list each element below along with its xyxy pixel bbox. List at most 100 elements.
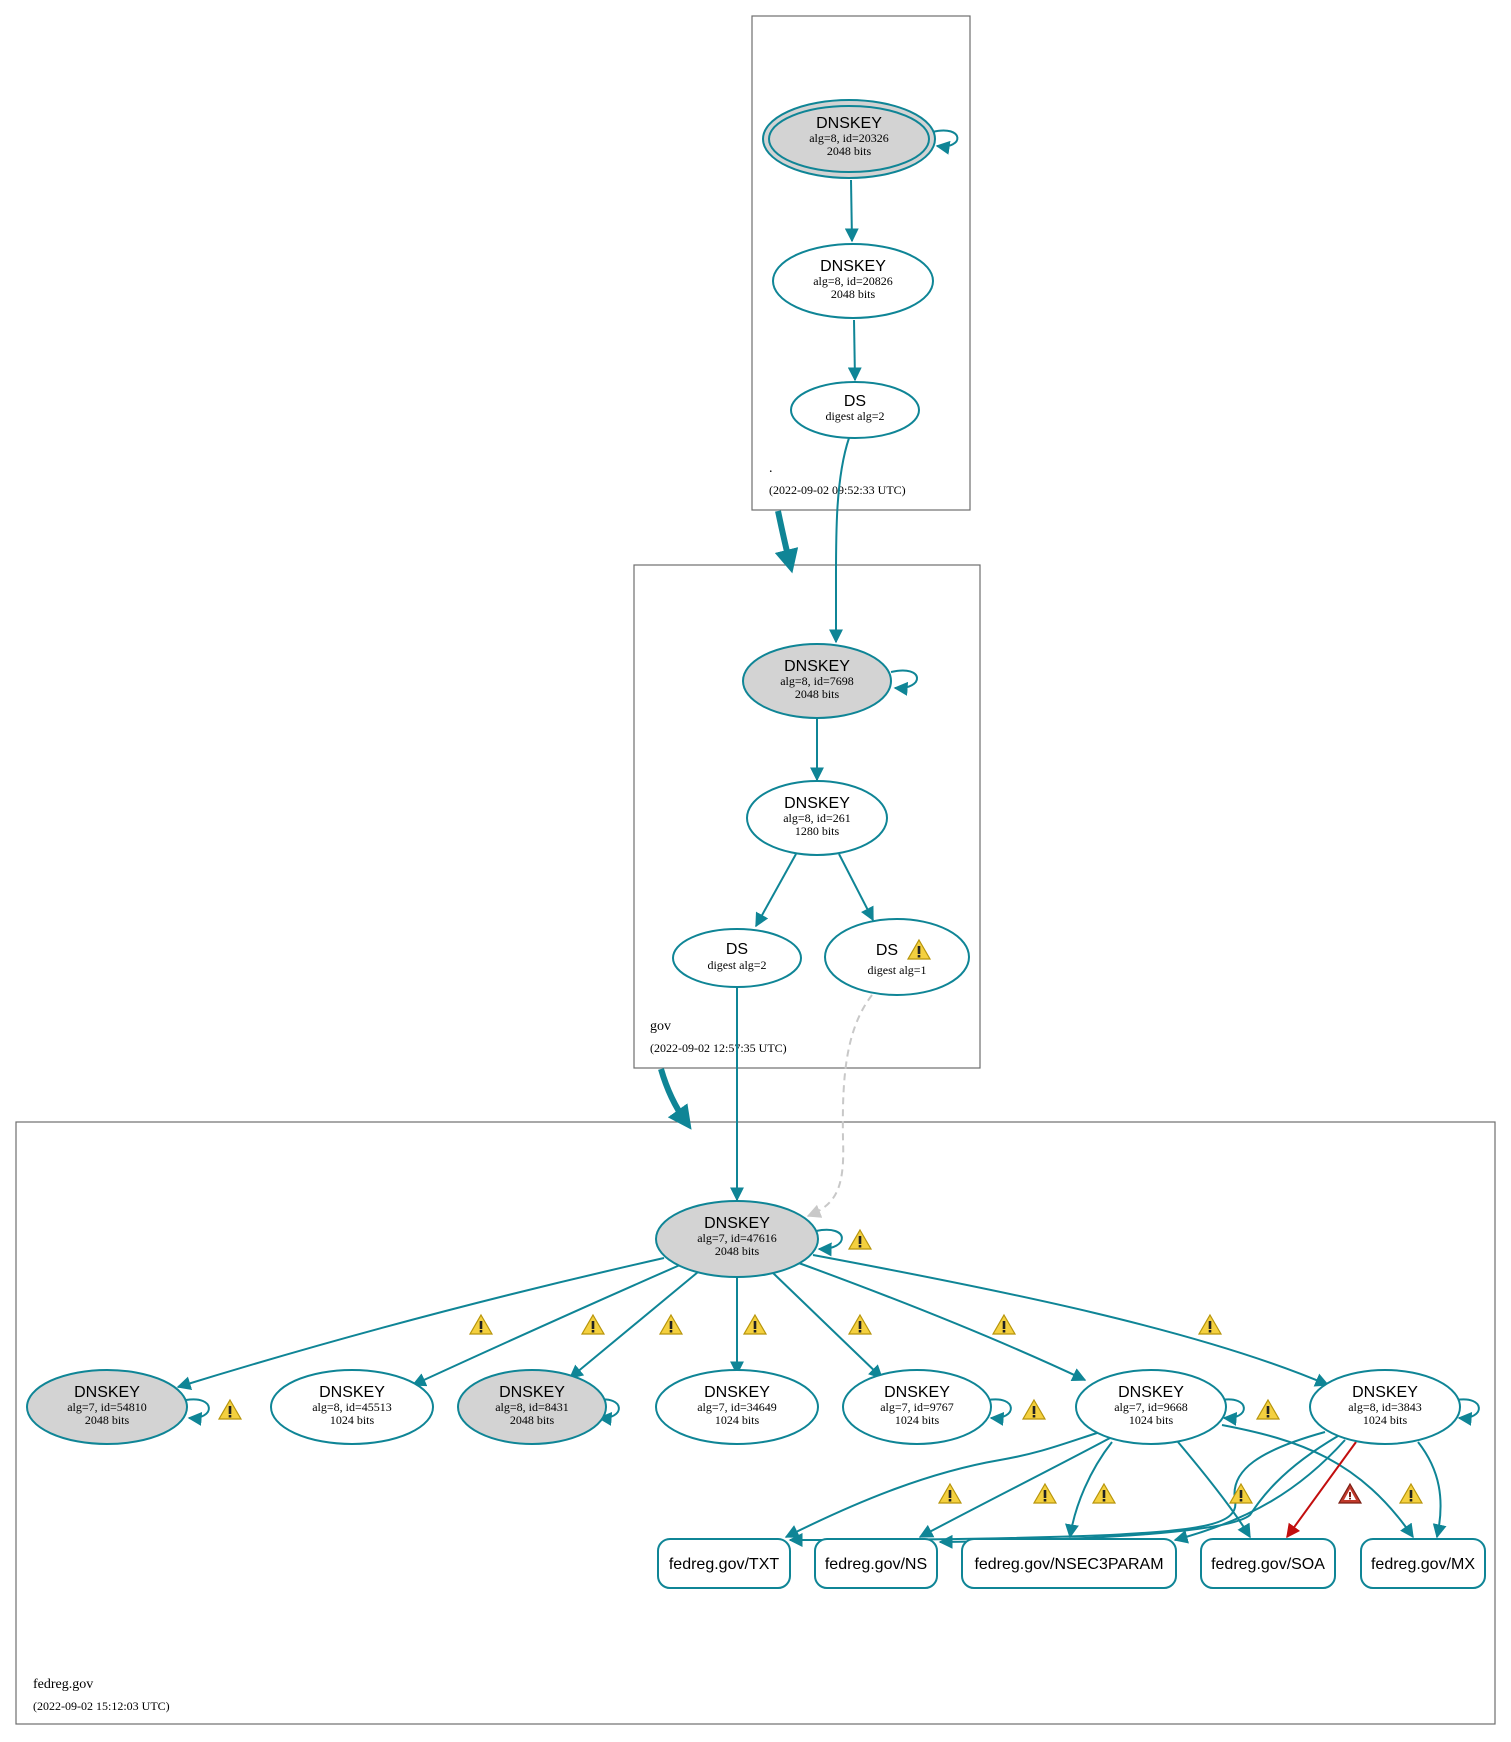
node-root-ksk-inner xyxy=(768,105,930,173)
edge-fr-9767-self xyxy=(987,1398,1012,1426)
node-gov-ds1-type: DS xyxy=(876,942,898,959)
rrset-txt-label: fedreg.gov/TXT xyxy=(669,1556,780,1573)
warning-icon xyxy=(992,1314,1016,1335)
node-root-ds-type: DS xyxy=(844,393,866,410)
rrset-soa[interactable]: fedreg.gov/SOA xyxy=(1200,1538,1336,1589)
node-gov-ds2-line1: digest alg=2 xyxy=(707,958,766,972)
rrset-soa-label: fedreg.gov/SOA xyxy=(1211,1556,1325,1573)
warning-icon xyxy=(581,1314,605,1335)
node-fr-9668-type: DNSKEY xyxy=(1118,1384,1184,1401)
edge-fr-47616-to-3843 xyxy=(812,1254,1330,1387)
delegation-root-gov-edge xyxy=(774,510,799,574)
node-root-ksk[interactable]: DNSKEY alg=8, id=20326 2048 bits xyxy=(762,99,936,179)
node-fr-8431-line1: alg=8, id=8431 xyxy=(495,1400,569,1414)
zone-root-timestamp: (2022-09-02 09:52:33 UTC) xyxy=(769,483,906,497)
zone-fedreg: fedreg.gov (2022-09-02 15:12:03 UTC) xyxy=(15,1121,1496,1725)
node-fr-45513-line1: alg=8, id=45513 xyxy=(312,1400,392,1414)
zone-fedreg-timestamp: (2022-09-02 15:12:03 UTC) xyxy=(33,1699,170,1713)
edge-gov-zsk-to-ds1 xyxy=(838,853,874,922)
edge-fr-54810-self xyxy=(185,1398,210,1426)
node-root-zsk-line2: 2048 bits xyxy=(831,287,876,301)
edge-fr-47616-self xyxy=(815,1228,843,1257)
edge-fr-3843-to-ns xyxy=(938,1435,1339,1549)
node-root-zsk[interactable]: DNSKEY alg=8, id=20826 2048 bits xyxy=(772,243,934,319)
node-fr-45513[interactable]: DNSKEY alg=8, id=45513 1024 bits xyxy=(270,1369,434,1445)
warning-icon xyxy=(1092,1483,1116,1504)
edge-fr-9668-self xyxy=(1220,1398,1245,1426)
node-fr-54810-type: DNSKEY xyxy=(74,1384,140,1401)
edge-fr-3843-to-nsec3param xyxy=(1173,1439,1346,1544)
node-root-zsk-type: DNSKEY xyxy=(820,258,886,275)
warning-icon xyxy=(1399,1483,1423,1504)
edge-root-zsk-to-ds xyxy=(847,319,862,382)
delegation-gov-fedreg-edge xyxy=(658,1068,692,1130)
rrset-mx-label: fedreg.gov/MX xyxy=(1371,1556,1475,1573)
node-fr-8431-line2: 2048 bits xyxy=(510,1413,555,1427)
node-fr-9668-line2: 1024 bits xyxy=(1129,1413,1174,1427)
rrset-ns-label: fedreg.gov/NS xyxy=(825,1556,927,1573)
zone-gov-name: gov xyxy=(650,1019,671,1034)
node-gov-ksk[interactable]: DNSKEY alg=8, id=7698 2048 bits xyxy=(742,643,892,719)
edge-root-ds-to-gov-ksk xyxy=(829,437,850,644)
edge-fr-3843-to-soa xyxy=(1286,1441,1357,1539)
warning-icon xyxy=(1229,1483,1253,1504)
zone-root-box xyxy=(751,15,971,511)
warning-icon xyxy=(218,1399,242,1420)
warning-icon xyxy=(469,1314,493,1335)
node-gov-zsk-type: DNSKEY xyxy=(784,795,850,812)
edge-fr-47616-to-54810 xyxy=(176,1257,665,1390)
edge-fr-3843-self xyxy=(1455,1398,1480,1426)
edge-root-ksk-to-zsk xyxy=(844,179,859,243)
node-gov-ds2-type: DS xyxy=(726,941,748,958)
edge-fr-9668-to-ns xyxy=(918,1437,1111,1538)
node-gov-ds2[interactable]: DS digest alg=2 xyxy=(672,928,802,988)
rrset-txt[interactable]: fedreg.gov/TXT xyxy=(657,1538,791,1589)
edge-fr-47616-to-45513 xyxy=(411,1264,681,1387)
node-gov-ds1-line1: digest alg=1 xyxy=(867,963,926,977)
edge-fr-3843-to-txt xyxy=(788,1431,1326,1547)
edge-gov-zsk-to-ds2 xyxy=(755,853,797,928)
node-fr-34649-line1: alg=7, id=34649 xyxy=(697,1400,777,1414)
rrset-mx[interactable]: fedreg.gov/MX xyxy=(1360,1538,1486,1589)
node-root-ds-line1: digest alg=2 xyxy=(825,409,884,423)
node-fr-47616-type: DNSKEY xyxy=(704,1215,770,1232)
node-root-zsk-line1: alg=8, id=20826 xyxy=(813,274,893,288)
node-fr-3843[interactable]: DNSKEY alg=8, id=3843 1024 bits xyxy=(1309,1369,1461,1445)
edge-gov-ksk-self xyxy=(890,669,918,696)
warning-icon xyxy=(1033,1483,1057,1504)
zone-gov-timestamp: (2022-09-02 12:57:35 UTC) xyxy=(650,1041,787,1055)
node-fr-8431[interactable]: DNSKEY alg=8, id=8431 2048 bits xyxy=(457,1369,607,1445)
node-fr-9767-type: DNSKEY xyxy=(884,1384,950,1401)
node-fr-9767[interactable]: DNSKEY alg=7, id=9767 1024 bits xyxy=(842,1369,992,1445)
edge-fr-9668-to-nsec3param xyxy=(1065,1441,1113,1539)
node-root-ksk-line2: 2048 bits xyxy=(827,144,872,158)
edge-gov-ds1-to-fedreg-ksk xyxy=(806,994,873,1218)
edge-fr-47616-to-9668 xyxy=(795,1261,1087,1381)
node-gov-ds1[interactable]: DS digest alg=1 xyxy=(824,918,970,996)
warning-icon xyxy=(848,1229,872,1250)
node-root-ds[interactable]: DS digest alg=2 xyxy=(790,381,920,439)
node-fr-8431-type: DNSKEY xyxy=(499,1384,565,1401)
node-fr-54810[interactable]: DNSKEY alg=7, id=54810 2048 bits xyxy=(26,1369,188,1445)
node-fr-54810-line1: alg=7, id=54810 xyxy=(67,1400,147,1414)
node-fr-45513-type: DNSKEY xyxy=(319,1384,385,1401)
node-gov-zsk[interactable]: DNSKEY alg=8, id=261 1280 bits xyxy=(746,780,888,856)
zone-gov: gov (2022-09-02 12:57:35 UTC) xyxy=(633,564,981,1069)
node-fr-3843-line1: alg=8, id=3843 xyxy=(1348,1400,1422,1414)
rrset-ns[interactable]: fedreg.gov/NS xyxy=(814,1538,938,1589)
rrset-nsec3param[interactable]: fedreg.gov/NSEC3PARAM xyxy=(961,1538,1177,1589)
node-fr-34649[interactable]: DNSKEY alg=7, id=34649 1024 bits xyxy=(655,1369,819,1445)
edge-root-ksk-self xyxy=(931,129,959,155)
node-fr-9668[interactable]: DNSKEY alg=7, id=9668 1024 bits xyxy=(1075,1369,1227,1445)
node-fr-47616[interactable]: DNSKEY alg=7, id=47616 2048 bits xyxy=(655,1200,819,1278)
node-fr-3843-type: DNSKEY xyxy=(1352,1384,1418,1401)
node-fr-9767-line2: 1024 bits xyxy=(895,1413,940,1427)
warning-icon xyxy=(659,1314,683,1335)
node-gov-ksk-line2: 2048 bits xyxy=(795,687,840,701)
warning-icon xyxy=(1022,1399,1046,1420)
edge-fr-9668-to-txt xyxy=(784,1431,1101,1538)
warning-icon xyxy=(1256,1399,1280,1420)
zone-fedreg-box xyxy=(15,1121,1496,1725)
node-fr-3843-line2: 1024 bits xyxy=(1363,1413,1408,1427)
